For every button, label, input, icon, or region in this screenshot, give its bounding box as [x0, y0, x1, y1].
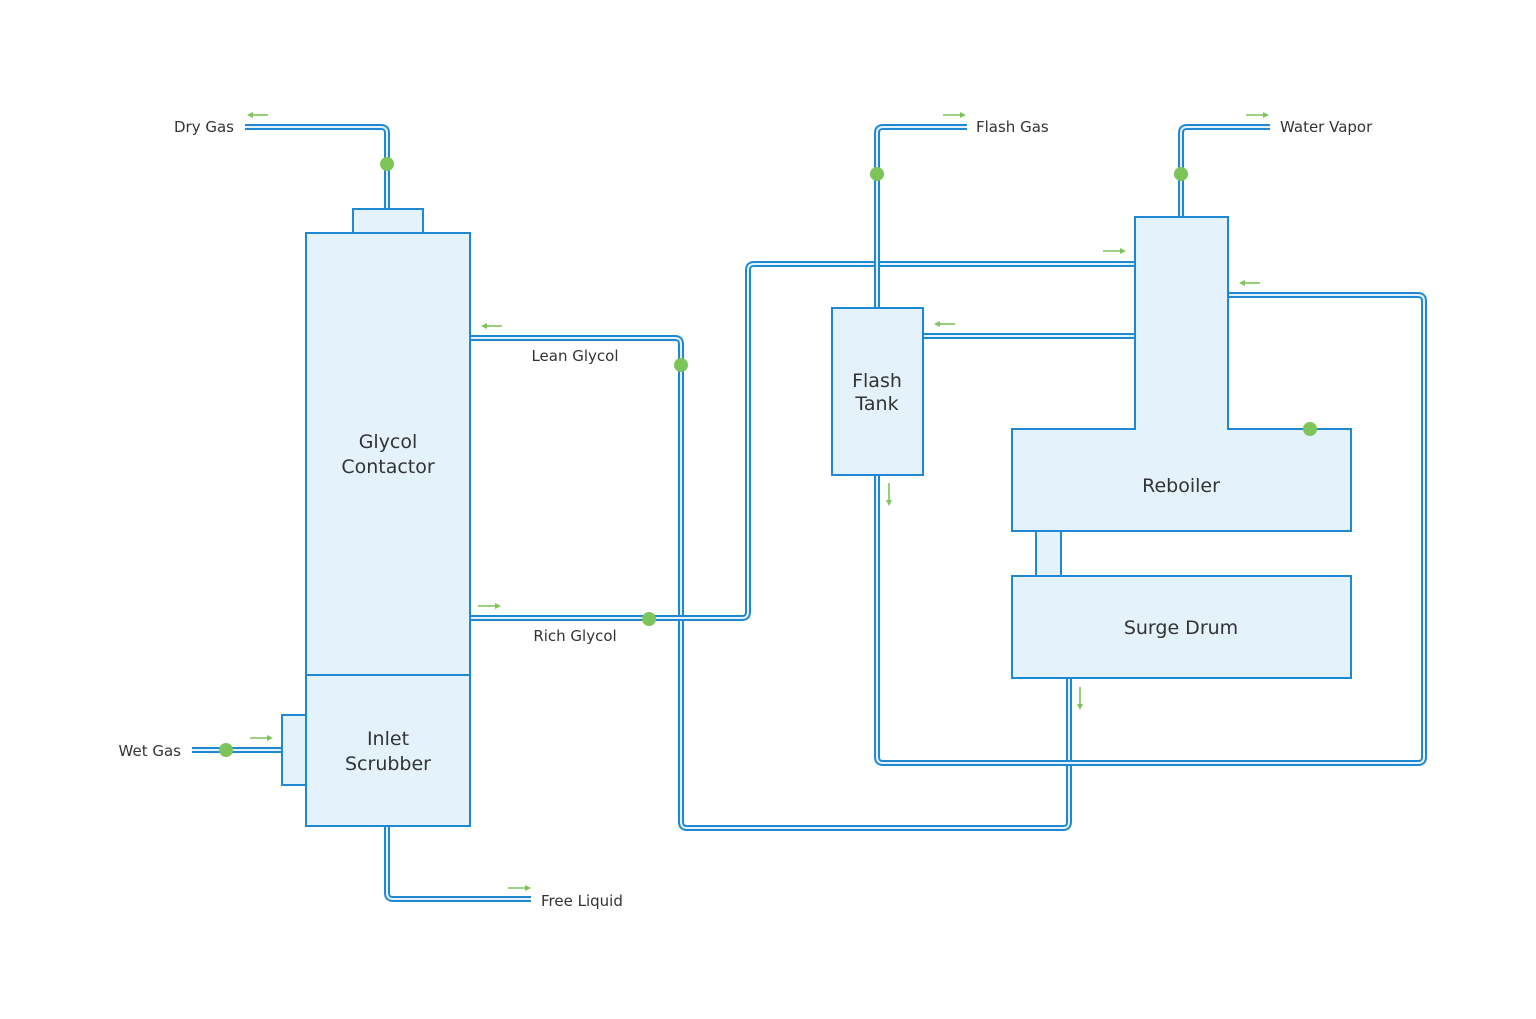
reboiler-label: Reboiler	[1142, 475, 1220, 497]
scrubber-inlet-nozzle	[281, 714, 307, 786]
inlet-scrubber	[305, 674, 471, 827]
stream-label-wet-gas: Wet Gas	[119, 742, 182, 760]
pipe-lean-glycol	[470, 335, 1072, 831]
contactor-label-line1: Glycol	[359, 431, 418, 453]
arrow-right-icon	[943, 112, 966, 118]
pipe-water-vapor	[1178, 124, 1270, 217]
arrow-left-icon	[481, 323, 502, 329]
scrubber-label-line1: Inlet	[367, 728, 409, 750]
flow-arrows	[247, 112, 1269, 891]
arrow-right-icon	[478, 603, 501, 609]
valve-wet-gas[interactable]	[219, 743, 233, 757]
pipes	[192, 124, 1427, 902]
arrow-left-icon	[247, 112, 268, 118]
flash-tank-label-line1: Flash	[852, 370, 902, 392]
arrow-right-icon	[1246, 112, 1269, 118]
stream-label-lean-glycol: Lean Glycol	[531, 347, 618, 365]
arrow-left-icon	[1239, 280, 1260, 286]
pipe-free-liquid	[384, 826, 531, 902]
valves	[219, 157, 1317, 757]
pipe-dry-gas	[245, 124, 390, 210]
contactor-label-line2: Contactor	[341, 456, 435, 478]
surge-drum-label: Surge Drum	[1124, 617, 1238, 639]
vessels	[281, 208, 1352, 827]
reboiler-surge-connector	[1035, 530, 1062, 577]
pipe-flash-tank-loop	[874, 292, 1427, 766]
stream-label-free-liquid: Free Liquid	[541, 892, 623, 910]
valve-lean-glycol[interactable]	[674, 358, 688, 372]
stream-label-rich-glycol: Rich Glycol	[533, 627, 616, 645]
arrow-right-icon	[508, 885, 531, 891]
arrow-right-icon	[250, 735, 273, 741]
arrow-right-icon	[1103, 248, 1126, 254]
contactor-top-nozzle	[352, 208, 424, 234]
labels: Dry Gas Wet Gas Lean Glycol Rich Glycol …	[119, 118, 1374, 910]
pipe-rich-glycol	[470, 261, 1135, 621]
scrubber-label-line2: Scrubber	[345, 753, 431, 775]
flash-tank-label-line2: Tank	[854, 393, 898, 415]
arrow-left-icon	[934, 321, 955, 327]
glycol-contactor	[305, 232, 471, 676]
stream-label-flash-gas: Flash Gas	[976, 118, 1049, 136]
arrow-down-icon	[1077, 687, 1083, 710]
valve-rich-glycol[interactable]	[642, 612, 656, 626]
stream-label-dry-gas: Dry Gas	[174, 118, 234, 136]
stream-label-water-vapor: Water Vapor	[1280, 118, 1373, 136]
valve-flash-gas[interactable]	[870, 167, 884, 181]
valve-dry-gas[interactable]	[380, 157, 394, 171]
surge-drum	[1011, 575, 1352, 679]
valve-water-vapor[interactable]	[1174, 167, 1188, 181]
reboiler	[1011, 216, 1352, 532]
flash-tank	[831, 307, 924, 476]
arrow-down-icon	[886, 483, 892, 506]
valve-reboiler[interactable]	[1303, 422, 1317, 436]
pipe-flash-gas	[874, 124, 967, 308]
